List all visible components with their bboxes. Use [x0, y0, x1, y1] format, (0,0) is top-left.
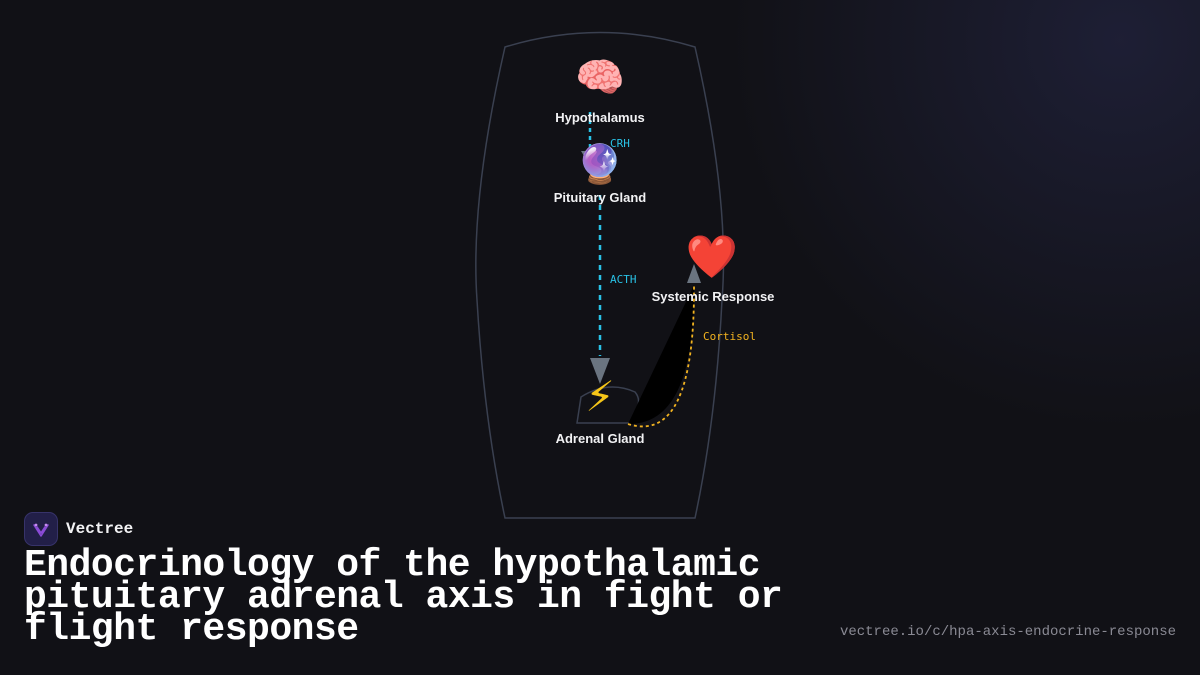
crh-arrowhead — [581, 151, 599, 166]
acth-edge-label: ACTH — [610, 273, 637, 286]
lightning-icon: ⚡ — [585, 372, 615, 421]
vectree-logo-icon — [24, 512, 58, 546]
acth-arrowhead — [590, 358, 610, 384]
brand-name: Vectree — [66, 520, 134, 538]
hypothalamus-label: Hypothalamus — [555, 110, 645, 125]
source-url[interactable]: vectree.io/c/hpa-axis-endocrine-response — [839, 624, 1176, 640]
systemic-response-label: Systemic Response — [651, 289, 775, 304]
cortisol-edge-label: Cortisol — [703, 330, 756, 343]
cortisol-arrowhead — [687, 264, 701, 283]
brain-icon: 🧠 — [575, 55, 625, 101]
adrenal-gland-label: Adrenal Gland — [555, 431, 645, 446]
cortisol-edge-line — [627, 284, 695, 428]
body-silhouette — [475, 31, 725, 519]
heart-icon: ❤️ — [685, 232, 739, 281]
crh-edge-label: CRH — [610, 137, 630, 150]
pituitary-gland-label: Pituitary Gland — [553, 190, 647, 205]
page-title: Endocrinology of the hypothalamic pituit… — [24, 544, 783, 651]
cortisol-edge-fill — [628, 285, 695, 425]
brand: Vectree — [24, 512, 133, 546]
crystal-ball-icon: 🔮 — [576, 142, 624, 186]
